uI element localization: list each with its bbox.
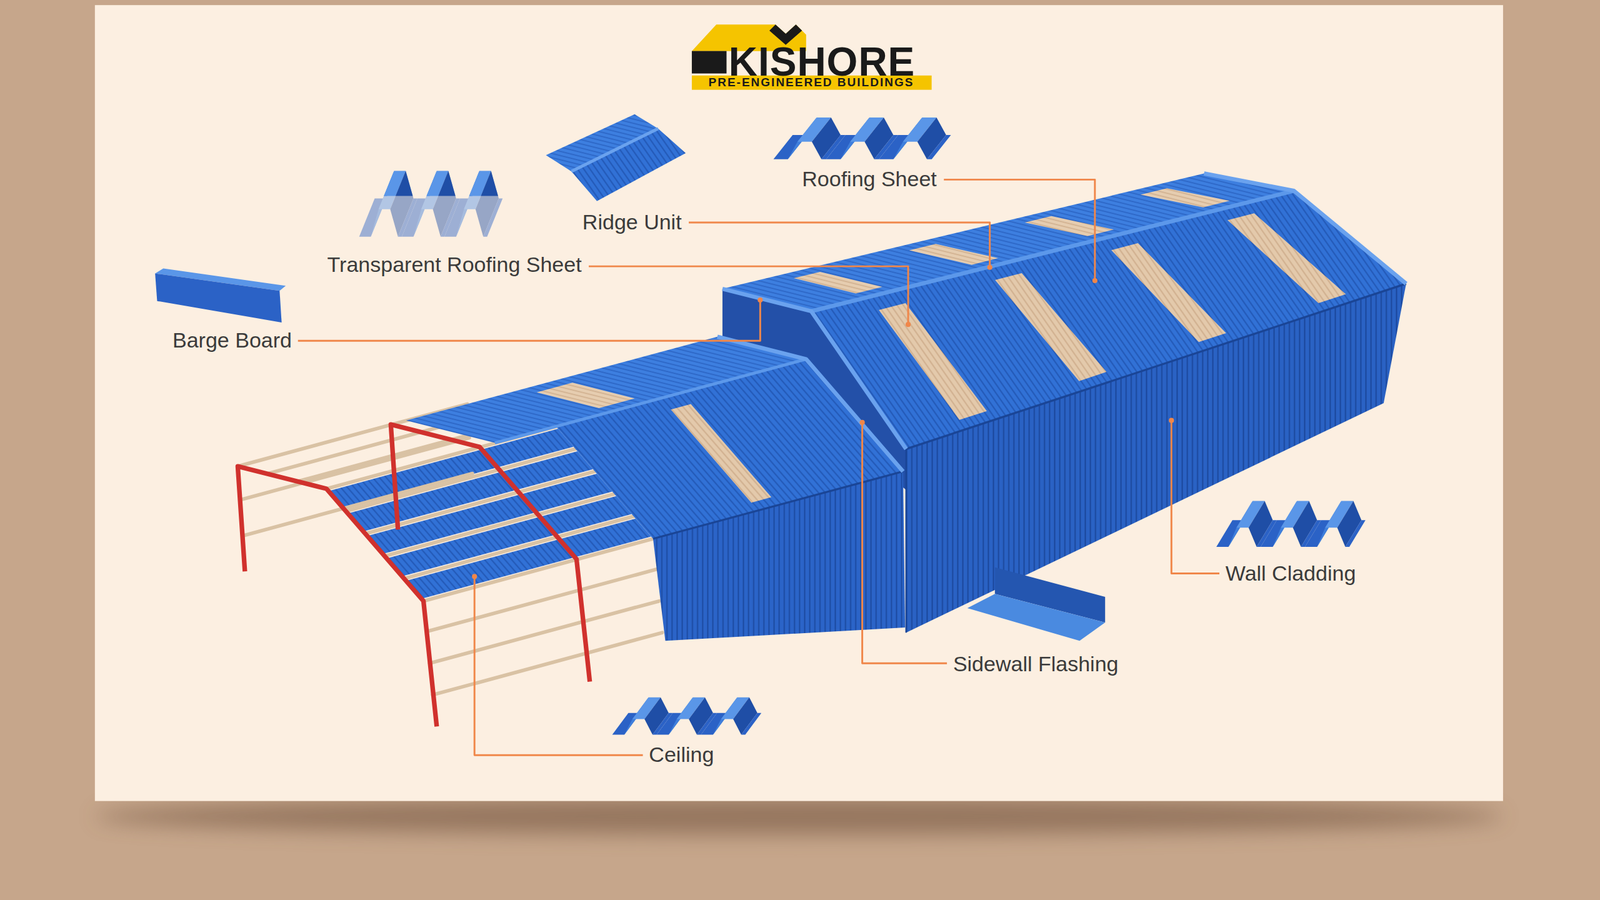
wall-girt [426,569,656,632]
ridge-cap [811,190,1294,312]
ceiling-sheet [406,518,652,599]
skylight-sheet [536,382,635,409]
leader-line [298,179,1220,755]
part-label: Ridge Unit [582,210,682,235]
leader-dot [905,321,911,327]
leader-dot [471,265,1174,580]
roof-front-face [906,283,1407,449]
skylight-sheet [878,303,987,420]
wall-cladding-icon [1216,500,1366,547]
card-shadow [95,798,1504,835]
leader-dot [1092,278,1098,284]
sidewall-flashing [717,336,904,472]
wall-girt [429,601,659,664]
sidewall-flashing [717,336,904,472]
leader-line [1171,420,1220,574]
ridge-unit-icon [571,128,659,172]
card-shadow [95,798,1504,835]
leader-dot [757,297,763,303]
sidewall-flashing-icon [967,593,1105,641]
skylight-sheet [670,404,772,504]
skylight-sheet [1111,243,1227,342]
part-label: Ceiling [648,743,714,768]
ridge-cap [495,359,807,444]
ridge-cap [811,190,1294,312]
leader-dot [471,573,477,579]
leader-line [862,422,948,664]
skylight-sheet [878,213,1346,420]
transparent-sheet-icon [359,170,504,196]
leader-dot [1168,418,1174,424]
leader-line [588,266,909,325]
leader-line [474,576,643,755]
brand-tagline: PRE-ENGINEERED BUILDINGS [708,75,915,90]
transparent-sheet-icon [359,170,504,237]
purlin [404,516,634,579]
skylight-sheet [1025,216,1115,237]
transparent-sheet-icon [359,170,504,237]
part-label: Sidewall Flashing [953,651,1119,677]
skylight-sheet [909,243,999,265]
part-label: Transparent Roofing Sheet [327,253,582,278]
logo-mark [691,75,932,90]
skylight-sheet [1227,213,1346,304]
barge-board [722,173,1407,450]
skylight-sheet [1140,188,1230,208]
wall-cladding [653,471,905,641]
leader-line [943,179,1095,281]
wall-cladding [905,448,907,633]
part-label: Roofing Sheet [801,167,937,192]
ceiling-icon [612,697,762,735]
purlin [385,493,615,557]
roof-front-face [811,190,1407,449]
card [95,5,1504,801]
logo-mark [691,24,932,90]
ceiling-icon [612,697,762,735]
part-label: Barge Board [172,328,292,354]
card [95,5,1504,801]
leader-dot [987,265,993,270]
roof-front-face [811,190,1407,449]
roofing-sheet-icon [773,117,952,160]
logo-mark [691,51,727,74]
ridge-unit-icon [571,128,686,202]
leader-line [298,300,761,341]
barge-board-icon [155,268,286,323]
wall-girt [240,437,663,695]
wall-cladding [653,471,905,641]
wall-girt [432,632,662,695]
skylight-sheet [536,382,635,409]
ridge-cap [495,359,807,444]
ridge-unit-icon [545,114,686,202]
steel-frame [390,424,590,682]
barge-board [1204,173,1407,284]
sidewall-flashing-icon [967,567,1105,642]
skylight-sheet [793,271,883,294]
transparent-sheet-icon [359,170,504,237]
part-label: Wall Cladding [1225,561,1357,586]
skylight-sheet [670,404,772,504]
barge-board-icon [155,273,282,323]
leader-dot [860,420,865,425]
wall-girt [240,437,470,500]
wall-cladding [653,471,904,539]
wall-cladding-icon [1216,500,1366,547]
steel-frame [237,424,590,727]
purlin [423,538,654,602]
roofing-sheet-icon [773,117,952,160]
skylight-sheet [995,273,1107,382]
leader-line [688,222,990,268]
steel-frame [237,466,437,727]
transparent-sheet-icon [359,170,504,196]
